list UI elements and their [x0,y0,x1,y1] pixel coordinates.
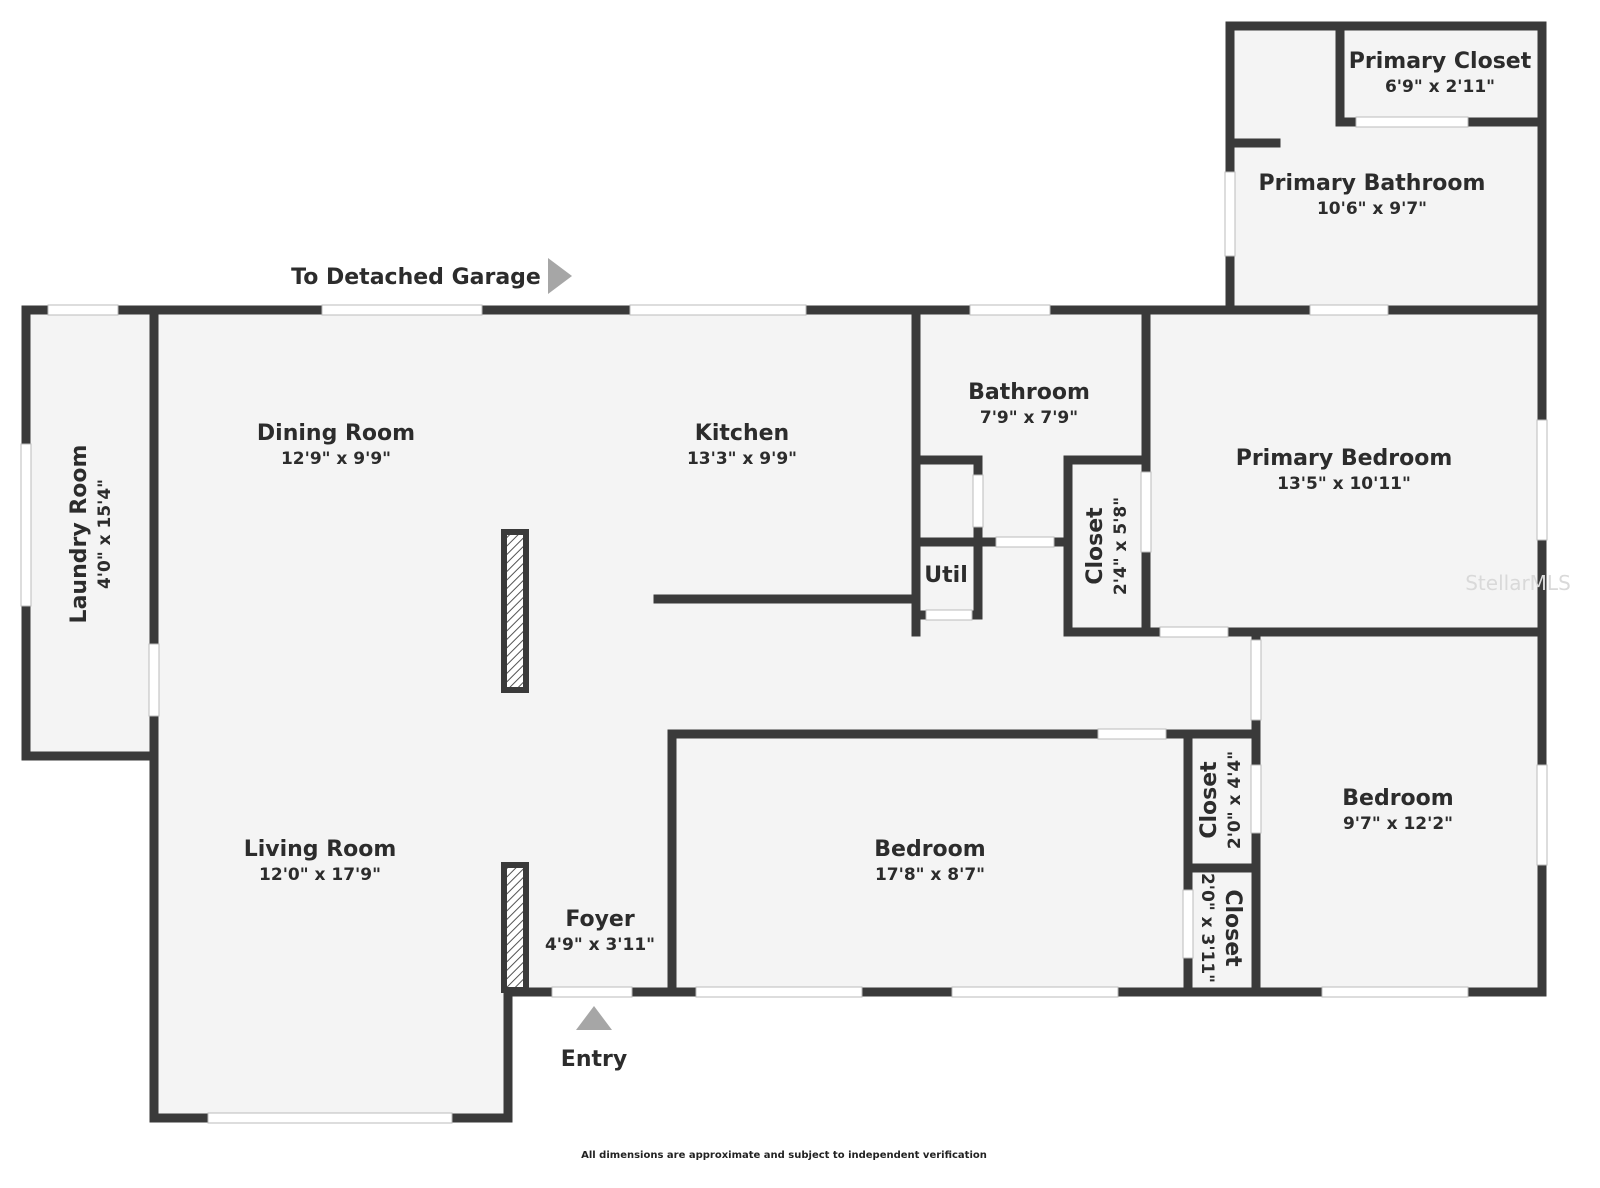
laundry-room-dims: 4'0" x 15'4" [95,479,115,589]
living-room-dims: 12'0" x 17'9" [259,865,381,885]
dining-room-name: Dining Room [257,421,415,446]
hall-closet-name: Closet [1083,507,1108,585]
garage-label: To Detached Garage [291,265,541,290]
primary-bathroom-dims: 10'6" x 9'7" [1317,199,1427,219]
kitchen-dims: 13'3" x 9'9" [687,449,797,469]
bedroom-2-dims: 17'8" x 8'7" [875,865,985,885]
kitchen-name: Kitchen [695,421,789,446]
hatched-column-lower [501,862,529,993]
foyer-dims: 4'9" x 3'11" [545,935,655,955]
foyer-name: Foyer [565,907,635,932]
closet-3-name: Closet [1220,889,1245,967]
bedroom-3-name: Bedroom [1342,786,1453,811]
bedroom-3-dims: 9'7" x 12'2" [1343,814,1453,834]
closet-3-dims: 2'0" x 3'11" [1197,873,1217,983]
primary-bedroom-dims: 13'5" x 10'11" [1277,474,1411,494]
entry-label: Entry [561,1047,627,1072]
primary-bedroom-name: Primary Bedroom [1236,446,1453,471]
entry-arrow-icon [576,1006,612,1030]
bedroom-2-name: Bedroom [874,837,985,862]
primary-closet-name: Primary Closet [1349,49,1532,74]
util-name: Util [924,563,967,588]
hall-closet-dims: 2'4" x 5'8" [1111,497,1131,595]
watermark: StellarMLS [1465,571,1571,595]
dining-room-dims: 12'9" x 9'9" [281,449,391,469]
living-room-name: Living Room [244,837,397,862]
primary-closet-dims: 6'9" x 2'11" [1385,77,1495,97]
closet-2-name: Closet [1197,761,1222,839]
floor-area [26,26,1542,1118]
primary-bathroom-name: Primary Bathroom [1259,171,1486,196]
laundry-room-name: Laundry Room [67,445,92,624]
wall-openings [20,116,1548,1124]
hatched-column-upper [501,529,529,693]
bathroom-dims: 7'9" x 7'9" [980,408,1078,428]
garage-arrow-icon [548,258,572,294]
closet-2-dims: 2'0" x 4'4" [1225,751,1245,849]
disclaimer-note: All dimensions are approximate and subje… [581,1150,987,1161]
bathroom-name: Bathroom [968,380,1090,405]
